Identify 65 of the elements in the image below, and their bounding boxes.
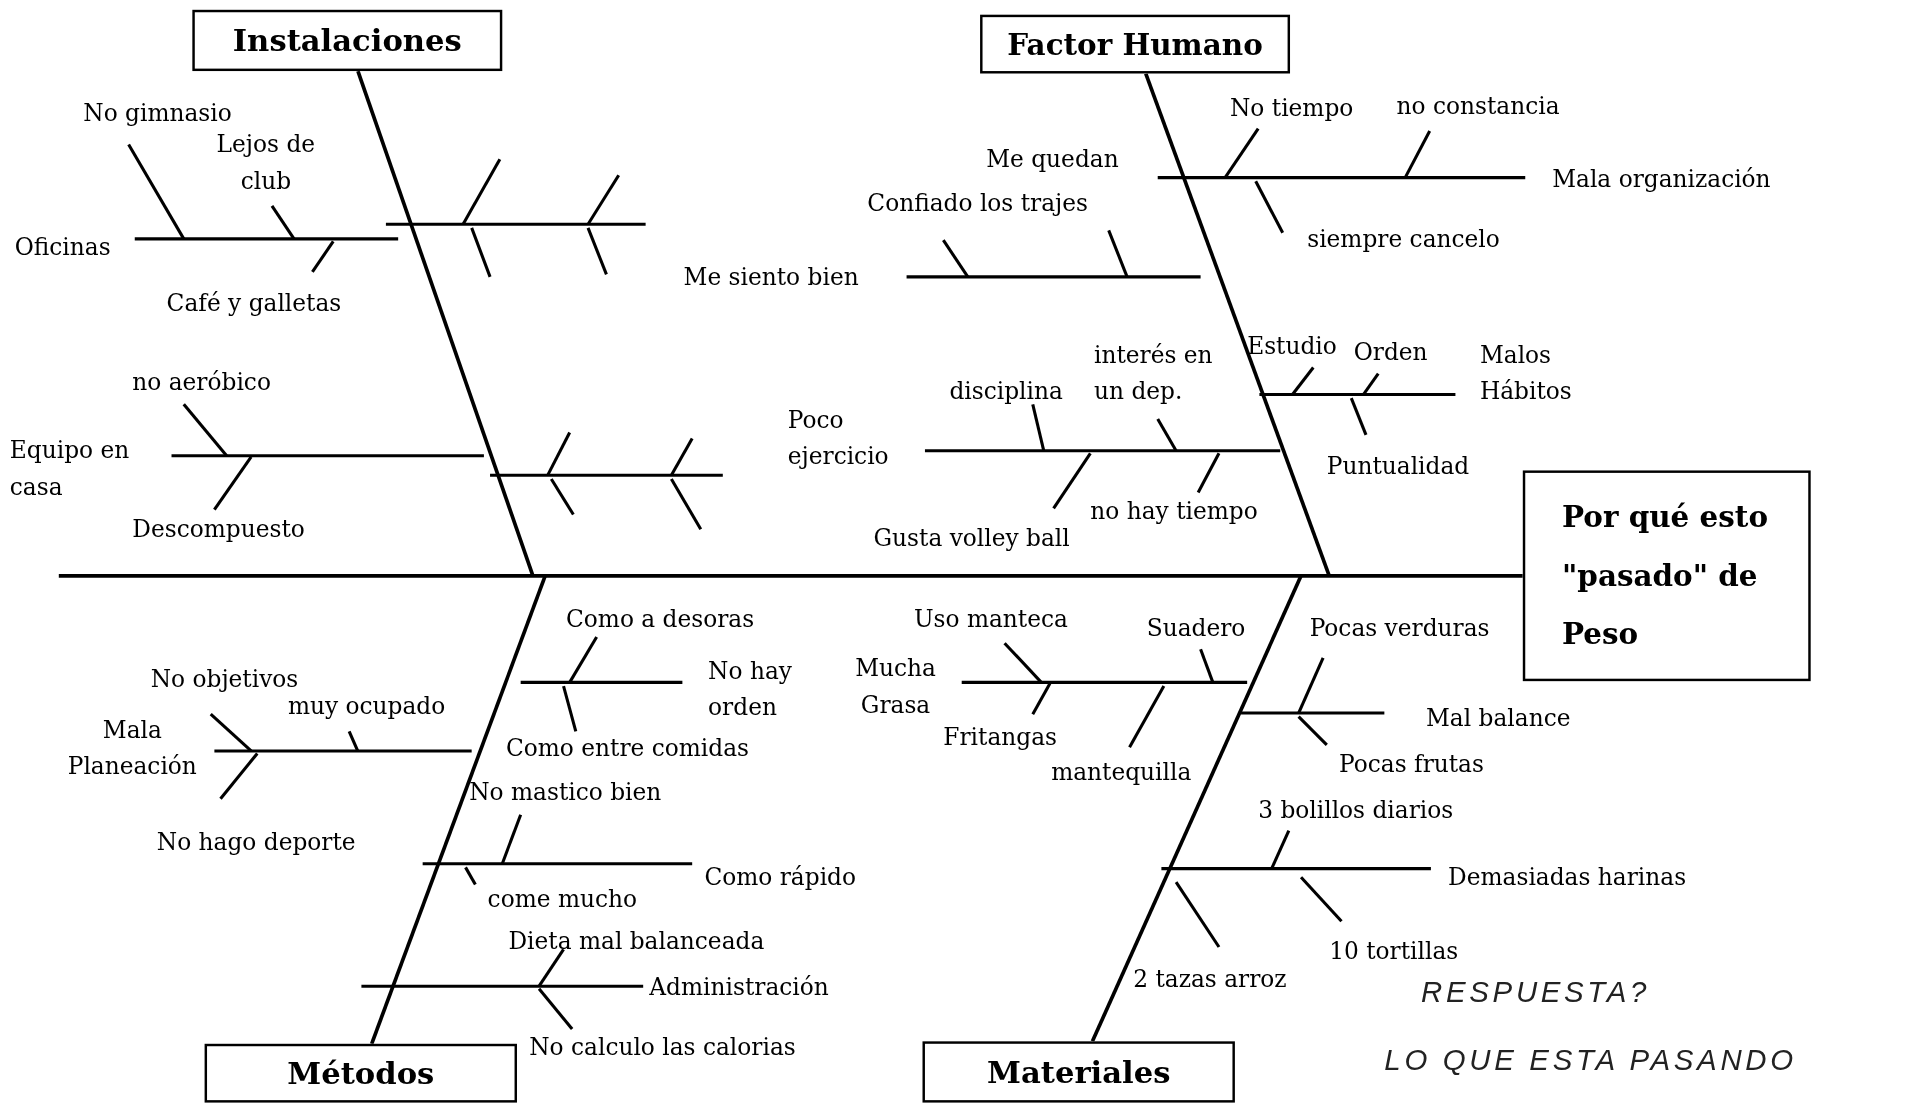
fishbone-line	[1090, 575, 1303, 1043]
handwritten-note: LO QUE ESTA PASANDO	[1384, 1041, 1797, 1078]
cause-label: No calculo las calorias	[529, 1031, 796, 1062]
cause-label: No objetivos	[150, 664, 299, 695]
cause-label: Confiado los trajes	[867, 187, 1088, 218]
cause-label: No gimnasio	[83, 98, 232, 129]
cause-label: Pocas frutas	[1339, 748, 1484, 779]
cause-label: Malos Hábitos	[1479, 339, 1573, 407]
category-title: Instalaciones	[232, 22, 462, 59]
cause-label: Gusta volley ball	[873, 523, 1070, 554]
cause-label: No tiempo	[1230, 93, 1354, 124]
cause-label: Como rápido	[704, 861, 856, 892]
category-box	[204, 1043, 517, 1103]
category-title: Materiales	[987, 1054, 1171, 1090]
cause-label: muy ocupado	[287, 692, 446, 722]
cause-label: No hago deporte	[156, 827, 356, 858]
cause-label: Mala Planeación	[66, 714, 198, 782]
fishbone-line	[356, 70, 535, 577]
cause-label: 3 bolillos diarios	[1258, 795, 1454, 826]
cause-label: Mucha Grasa	[854, 653, 937, 720]
cause-label: Orden	[1353, 337, 1428, 368]
cause-label: mantequilla	[1051, 757, 1192, 788]
cause-label: Equipo en casa	[9, 435, 131, 502]
cause-label: no hay tiempo	[1090, 496, 1258, 527]
cause-label: Mala organización	[1552, 164, 1771, 195]
cause-label: Café y galletas	[166, 288, 342, 319]
handwritten-note: RESPUESTA?	[1421, 974, 1651, 1011]
cause-label: Administración	[649, 971, 829, 1002]
cause-label: no aeróbico	[132, 366, 271, 397]
cause-label: Fritangas	[943, 721, 1057, 752]
cause-label: Pocas verduras	[1309, 612, 1490, 643]
cause-label: No mastico bien	[469, 776, 662, 807]
cause-label: Oficinas	[14, 231, 111, 262]
cause-label: Lejos de club	[215, 128, 317, 196]
effect-box	[1522, 470, 1811, 682]
cause-label: No hay orden	[708, 655, 793, 723]
cause-label: no constancia	[1396, 90, 1560, 121]
cause-label: 2 tazas arroz	[1133, 964, 1287, 995]
category-box	[922, 1041, 1235, 1103]
cause-label: siempre cancelo	[1307, 224, 1500, 255]
fishbone-line	[1144, 72, 1331, 577]
fishbone-line	[58, 573, 1523, 578]
cause-label: Como a desoras	[566, 604, 755, 635]
cause-label: Suadero	[1146, 612, 1246, 643]
cause-label: disciplina	[949, 376, 1063, 407]
cause-label: Me siento bien	[683, 262, 859, 293]
cause-label: come mucho	[487, 883, 637, 914]
cause-label: 10 tortillas	[1329, 936, 1459, 967]
cause-label: Uso manteca	[913, 604, 1068, 635]
cause-label: interés en un dep.	[1094, 339, 1214, 407]
cause-label: Dieta mal balanceada	[508, 926, 765, 957]
cause-label: Mal balance	[1426, 703, 1571, 734]
category-box	[192, 9, 503, 72]
cause-label: Estudio	[1247, 331, 1337, 361]
cause-label: Demasiadas harinas	[1448, 861, 1687, 892]
cause-label: Puntualidad	[1326, 451, 1470, 481]
cause-label: Me quedan	[986, 143, 1119, 174]
category-title: Factor Humano	[1007, 26, 1263, 62]
category-box	[980, 14, 1291, 74]
cause-label: Descompuesto	[132, 513, 305, 544]
category-title: Métodos	[287, 1055, 435, 1091]
cause-label: Como entre comidas	[505, 732, 749, 763]
fishbone-line	[369, 575, 547, 1045]
effect-text: Por qué esto "pasado" de Peso	[1562, 497, 1769, 654]
cause-label: Poco ejercicio	[787, 404, 890, 472]
